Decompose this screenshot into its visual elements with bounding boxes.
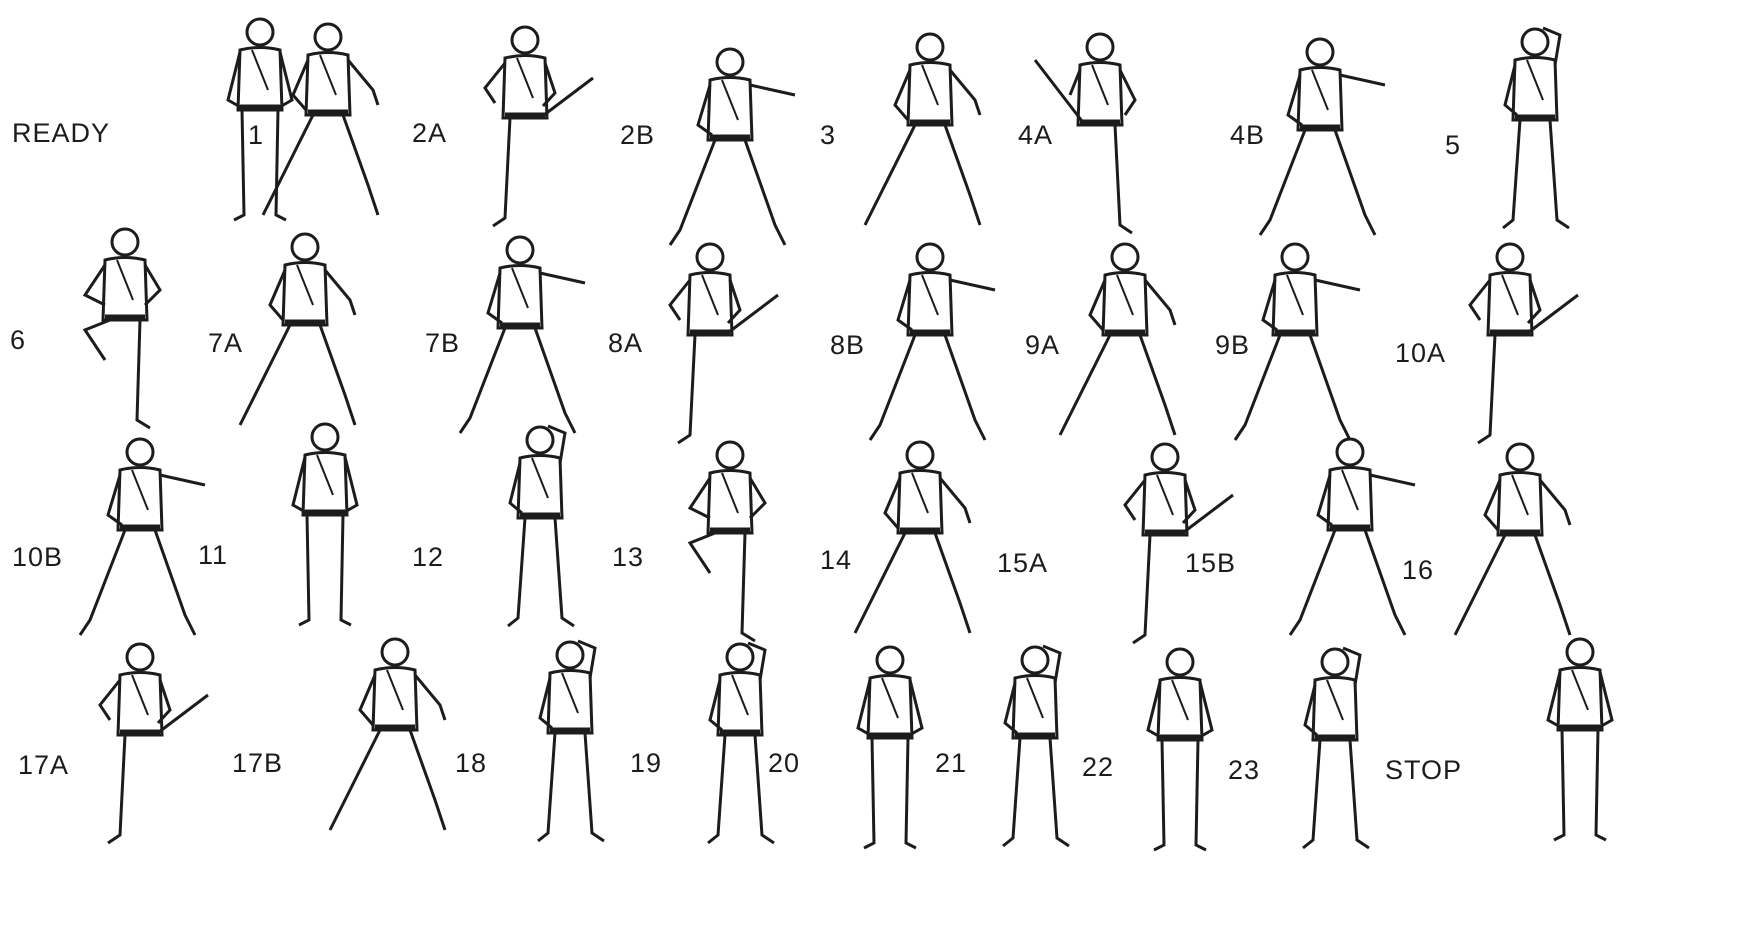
figure-drawing: [1225, 235, 1365, 455]
karate-figure-punch: [860, 235, 1000, 455]
karate-figure-knee: [660, 433, 800, 653]
karate-figure-punch: [1250, 30, 1390, 250]
step-label: 14: [820, 545, 852, 576]
figure-drawing: [235, 225, 375, 445]
step-label: 2A: [412, 118, 447, 149]
karate-figure-kick: [1440, 235, 1580, 455]
figure-drawing: [500, 633, 640, 853]
figure-drawing: [640, 235, 780, 455]
figure-drawing: [1095, 435, 1235, 655]
figure-drawing: [850, 433, 990, 653]
karate-figure-punch: [450, 228, 590, 448]
figure-drawing: [860, 25, 1000, 245]
figure-drawing: [1250, 30, 1390, 250]
figure-drawing: [1110, 640, 1250, 860]
figure-drawing: [860, 235, 1000, 455]
step-label: 15A: [997, 548, 1048, 579]
figure-drawing: [70, 635, 210, 855]
figure-drawing: [1450, 435, 1590, 655]
karate-figure-block: [500, 633, 640, 853]
figure-drawing: [965, 638, 1105, 858]
figure-drawing: [1465, 20, 1605, 240]
step-label: 17B: [232, 748, 283, 779]
step-label: 8A: [608, 328, 643, 359]
karate-figure-punch: [1280, 430, 1420, 650]
step-label: 15B: [1185, 548, 1236, 579]
figure-drawing: [1280, 430, 1420, 650]
karate-figure-stance: [1055, 235, 1195, 455]
karate-figure-stance: [850, 433, 990, 653]
step-label: 13: [612, 542, 644, 573]
step-label: STOP: [1385, 755, 1462, 786]
karate-figure-ready: [1110, 640, 1250, 860]
karate-figure-kick: [70, 635, 210, 855]
karate-figure-high-kick: [1030, 25, 1170, 245]
step-label: 18: [455, 748, 487, 779]
figure-drawing: [660, 40, 800, 260]
step-label: 16: [1402, 555, 1434, 586]
karate-figure-kick: [640, 235, 780, 455]
step-label: 23: [1228, 755, 1260, 786]
karate-figure-ready: [1510, 630, 1650, 850]
figure-drawing: [258, 15, 398, 235]
figure-drawing: [455, 18, 595, 238]
step-label: 12: [412, 542, 444, 573]
figure-drawing: [450, 228, 590, 448]
karate-figure-stance: [258, 15, 398, 235]
step-label: 2B: [620, 120, 655, 151]
step-label: 17A: [18, 750, 69, 781]
karate-figure-block: [470, 418, 610, 638]
figure-drawing: [660, 433, 800, 653]
karate-figure-block: [670, 635, 810, 855]
figure-drawing: [255, 415, 395, 635]
karate-figure-block: [1265, 640, 1405, 860]
step-label: READY: [12, 118, 110, 149]
step-label: 10B: [12, 542, 63, 573]
figure-drawing: [70, 430, 210, 650]
karate-figure-stance: [860, 25, 1000, 245]
karate-figure-stance: [1450, 435, 1590, 655]
karate-figure-punch: [70, 430, 210, 650]
karate-figure-stance: [235, 225, 375, 445]
karate-figure-punch: [660, 40, 800, 260]
step-label: 10A: [1395, 338, 1446, 369]
karate-figure-kick: [1095, 435, 1235, 655]
karate-figure-block: [965, 638, 1105, 858]
figure-drawing: [1055, 235, 1195, 455]
step-label: 3: [820, 120, 836, 151]
figure-drawing: [1030, 25, 1170, 245]
step-label: 11: [198, 540, 228, 571]
figure-drawing: [1440, 235, 1580, 455]
figure-drawing: [55, 220, 195, 440]
karate-figure-stance: [325, 630, 465, 850]
karate-figure-knee: [55, 220, 195, 440]
karate-figure-kick: [455, 18, 595, 238]
step-label: 20: [768, 748, 800, 779]
figure-drawing: [470, 418, 610, 638]
karate-figure-block: [1465, 20, 1605, 240]
step-label: 5: [1445, 130, 1461, 161]
figure-drawing: [325, 630, 465, 850]
figure-drawing: [1510, 630, 1650, 850]
figure-drawing: [670, 635, 810, 855]
step-label: 21: [935, 748, 967, 779]
step-label: 19: [630, 748, 662, 779]
karate-figure-punch: [1225, 235, 1365, 455]
figure-drawing: [1265, 640, 1405, 860]
karate-figure-ready: [255, 415, 395, 635]
step-label: 6: [10, 325, 26, 356]
